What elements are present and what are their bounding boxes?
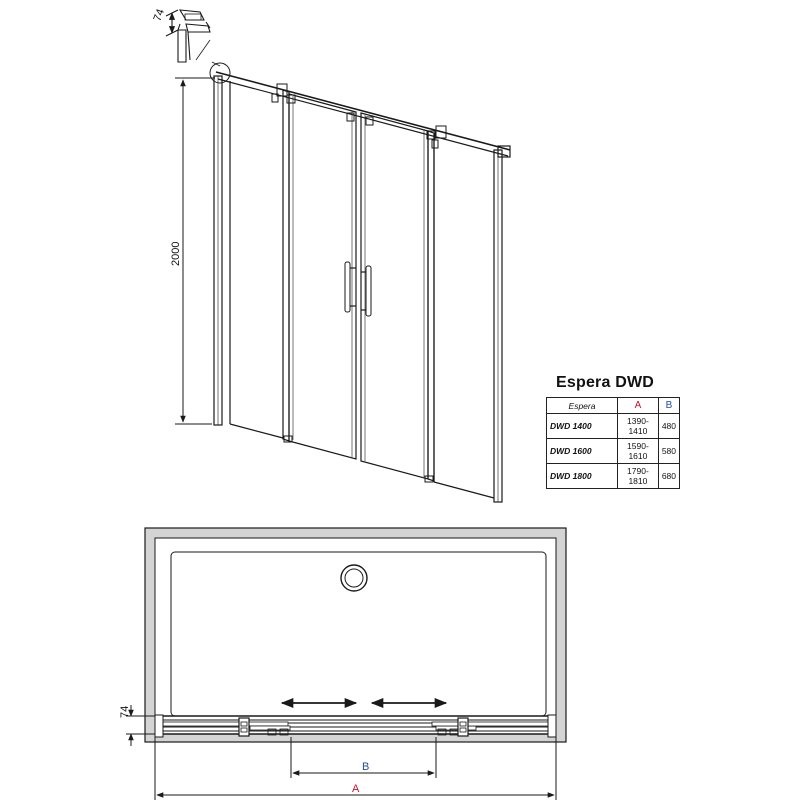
spec-title: Espera DWD (556, 374, 655, 391)
spec-row-a: 1390-1410 (617, 413, 659, 439)
spec-row-b: 580 (657, 438, 681, 464)
plan-depth-dimension (126, 705, 155, 746)
height-label: 2000 (170, 242, 182, 266)
elevation-view (209, 62, 511, 503)
spec-row-a: 1790-1810 (617, 463, 659, 489)
spec-row: DWD 1800 1790-1810 680 (546, 463, 681, 489)
spec-row: DWD 1400 1390-1410 480 (546, 413, 681, 439)
plan-view (144, 527, 567, 743)
profile-depth-label-top: 74 (152, 7, 167, 23)
spec-header-row: Espera A B (546, 397, 681, 414)
spec-row-model: DWD 1800 (546, 463, 618, 489)
dimension-a-label: A (352, 783, 360, 795)
dimension-b-label: B (362, 761, 369, 773)
spec-row-model: DWD 1600 (546, 438, 618, 464)
spec-row-b: 480 (657, 413, 681, 439)
spec-block: Espera DWD Espera A B DWD 1400 1390-1410… (546, 374, 681, 489)
spec-header-a: A (617, 397, 659, 414)
spec-table: Espera A B DWD 1400 1390-1410 480 DWD 16… (546, 397, 681, 489)
spec-header-b: B (657, 397, 681, 414)
plan-depth-label: 74 (119, 706, 131, 718)
spec-header-model: Espera (546, 397, 618, 414)
spec-row: DWD 1600 1590-1610 580 (546, 438, 681, 464)
dimension-b (290, 737, 437, 778)
profile-detail (165, 9, 221, 67)
height-dimension (175, 77, 215, 425)
spec-row-b: 680 (657, 463, 681, 489)
dimension-a (154, 737, 557, 800)
spec-row-a: 1590-1610 (617, 438, 659, 464)
spec-row-model: DWD 1400 (546, 413, 618, 439)
